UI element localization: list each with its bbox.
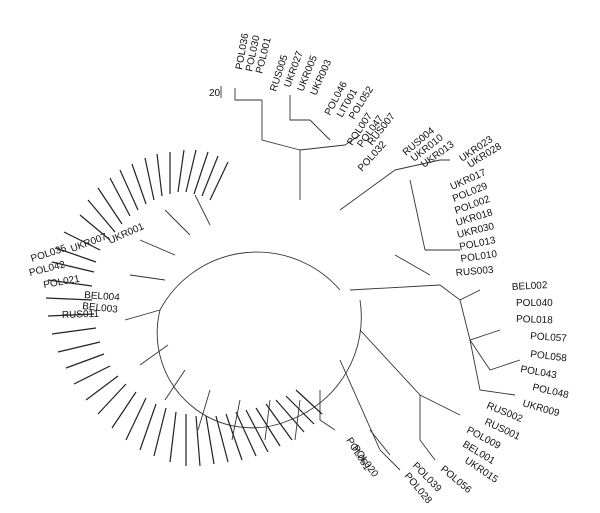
taxon-label: POL057 bbox=[530, 331, 568, 345]
taxon-label: POL040 bbox=[516, 298, 553, 309]
taxon-label: UKR009 bbox=[521, 398, 561, 419]
taxon-label: BEL003 bbox=[82, 301, 119, 316]
tree-branches bbox=[124, 88, 521, 471]
taxon-label: POL010 bbox=[460, 249, 498, 265]
taxon-label: POL058 bbox=[530, 349, 568, 364]
taxa-labels-left: POL035 POL042 POL021 RUS011 BEL004 BEL00… bbox=[28, 221, 146, 321]
taxon-label: UKR001 bbox=[107, 221, 146, 247]
taxon-label: POL018 bbox=[516, 314, 553, 326]
taxon-label: POL043 bbox=[519, 364, 557, 381]
taxon-label: POL051 bbox=[343, 436, 372, 473]
taxa-labels-right: POL036 POL030 POL001 RUS005 UKR027 UKR00… bbox=[234, 32, 570, 506]
taxon-label: RUS003 bbox=[455, 265, 494, 279]
scale-bar: 20 bbox=[209, 86, 222, 99]
taxon-label: POL056 bbox=[438, 464, 474, 496]
taxon-label: BEL004 bbox=[84, 290, 121, 303]
taxon-label: POL048 bbox=[531, 382, 570, 401]
dense-taxa-fan-upper-left bbox=[45, 149, 323, 467]
taxon-label: BEL002 bbox=[512, 280, 549, 293]
scale-bar-label: 20 bbox=[209, 88, 221, 99]
